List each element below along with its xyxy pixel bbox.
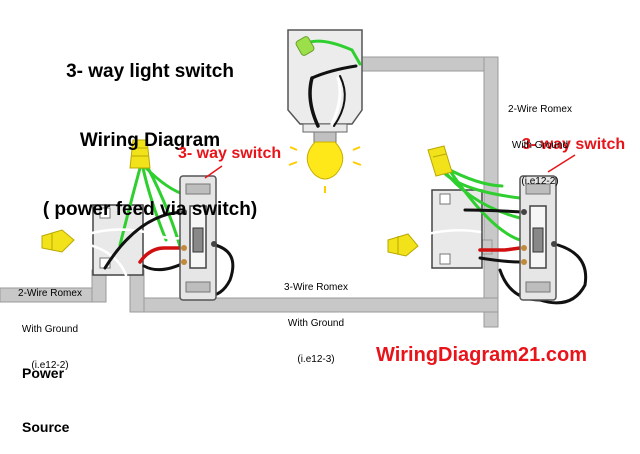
- cable-label-top-right: 2-Wire Romex With Ground (i.e12-2): [508, 104, 572, 187]
- toggle-switch-icon: [179, 175, 217, 301]
- light-box-wires: [295, 36, 362, 128]
- power-source-label: Power Source: [22, 365, 70, 435]
- light-bulb-icon: [288, 131, 362, 193]
- title-line-2: Wiring Diagram: [79, 130, 221, 151]
- cable-label-left: 2-Wire Romex With Ground (i.e12-2): [18, 288, 82, 371]
- title-line-1: 3- way light switch: [66, 61, 234, 82]
- diagram-title: 3- way light switch Wiring Diagram ( pow…: [10, 14, 290, 244]
- wire-nut-icon: [41, 229, 75, 253]
- title-line-3: ( power feed via switch): [42, 199, 258, 220]
- cable-label-middle: 3-Wire Romex With Ground (i.e12-3): [284, 282, 348, 365]
- wire-nut-icon: [129, 139, 151, 169]
- conduit-left-drop: [129, 269, 145, 313]
- watermark: WiringDiagram21.com: [376, 344, 587, 366]
- toggle-switch-icon: [519, 175, 557, 301]
- wire-nut-icon: [427, 145, 453, 177]
- wire-nut-icon: [387, 233, 419, 257]
- switch-label-right: 3- way switch: [522, 136, 626, 153]
- diagram-drawing: [0, 29, 588, 328]
- switch-label-left: 3- way switch: [178, 145, 282, 162]
- left-junction-box: [92, 204, 144, 276]
- wiring-diagram: 3- way light switch Wiring Diagram ( pow…: [0, 14, 626, 435]
- label-arrows: [204, 154, 576, 179]
- conduit-top: [349, 56, 499, 72]
